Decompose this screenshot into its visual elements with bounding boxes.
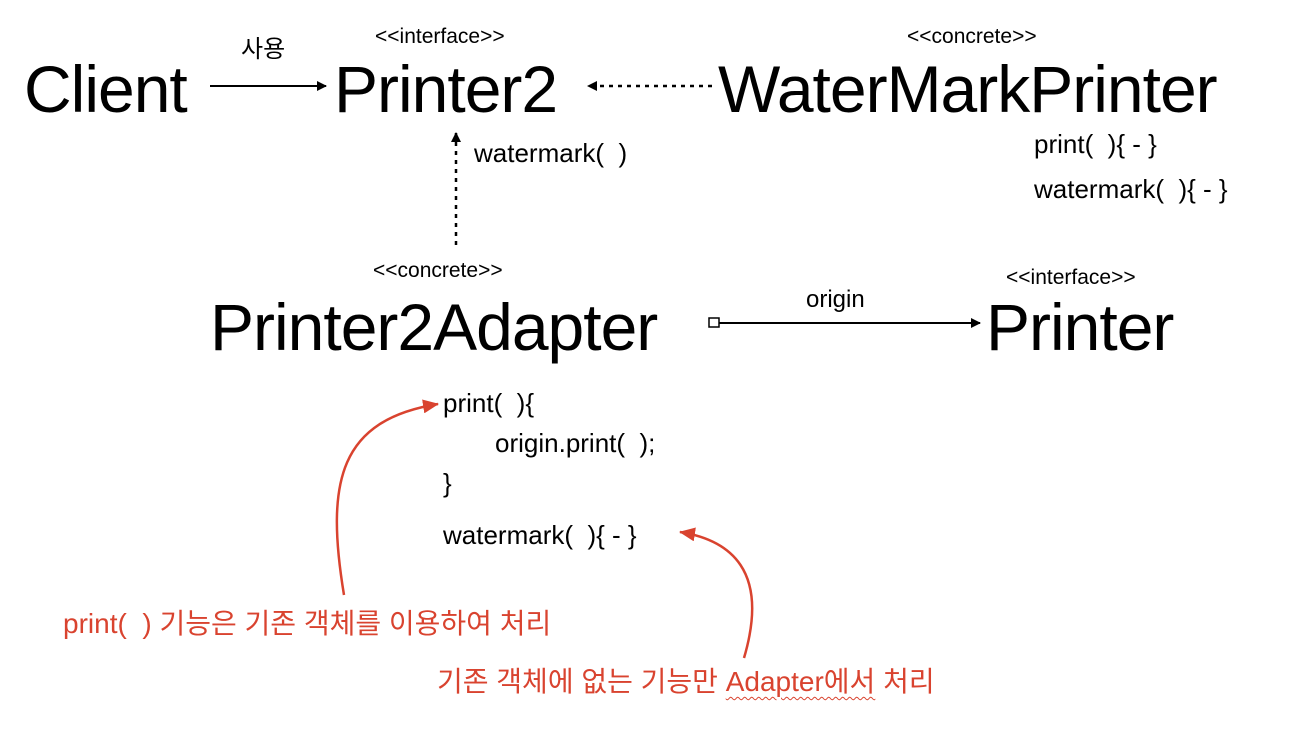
new-feature-annotation: 기존 객체에 없는 기능만 Adapter에서 처리 bbox=[437, 668, 935, 696]
uses-relation-label: 사용 bbox=[241, 36, 286, 63]
adapter-class-name: Printer2Adapter bbox=[210, 290, 658, 364]
new-feature-annotation-part2: 처리 bbox=[875, 666, 935, 697]
watermark-printer-class-name: WaterMarkPrinter bbox=[718, 52, 1218, 126]
watermark-printer-method-print: print( ){ - } bbox=[1034, 129, 1157, 159]
origin-relation-label: origin bbox=[806, 286, 865, 313]
reuse-annotation: print( ) 기능은 기존 객체를 이용하여 처리 bbox=[63, 608, 552, 639]
adapter-code-print-open: print( ){ bbox=[443, 388, 535, 418]
new-feature-note-arrow bbox=[679, 527, 754, 659]
printer2-stereotype: <<interface>> bbox=[375, 25, 505, 48]
reuse-note-arrow bbox=[335, 399, 439, 596]
watermark-printer-stereotype: <<concrete>> bbox=[907, 25, 1037, 48]
adapter-code-watermark: watermark( ){ - } bbox=[443, 520, 637, 550]
adapter-code-origin-call: origin.print( ); bbox=[495, 428, 656, 458]
printer2-method-watermark: watermark( ) bbox=[474, 138, 628, 168]
adapter-code-print-close: } bbox=[443, 468, 452, 498]
printer-class-name: Printer bbox=[986, 290, 1174, 364]
printer2-class-name: Printer2 bbox=[334, 52, 558, 126]
composition-origin-marker bbox=[708, 317, 720, 328]
client-class-name: Client bbox=[24, 52, 188, 126]
new-feature-annotation-highlight: Adapter에서 bbox=[725, 666, 876, 697]
watermark-printer-method-watermark: watermark( ){ - } bbox=[1034, 174, 1228, 204]
printer-stereotype: <<interface>> bbox=[1006, 266, 1136, 289]
adapter-stereotype: <<concrete>> bbox=[373, 259, 503, 282]
new-feature-annotation-part1: 기존 객체에 없는 기능만 bbox=[437, 666, 726, 697]
